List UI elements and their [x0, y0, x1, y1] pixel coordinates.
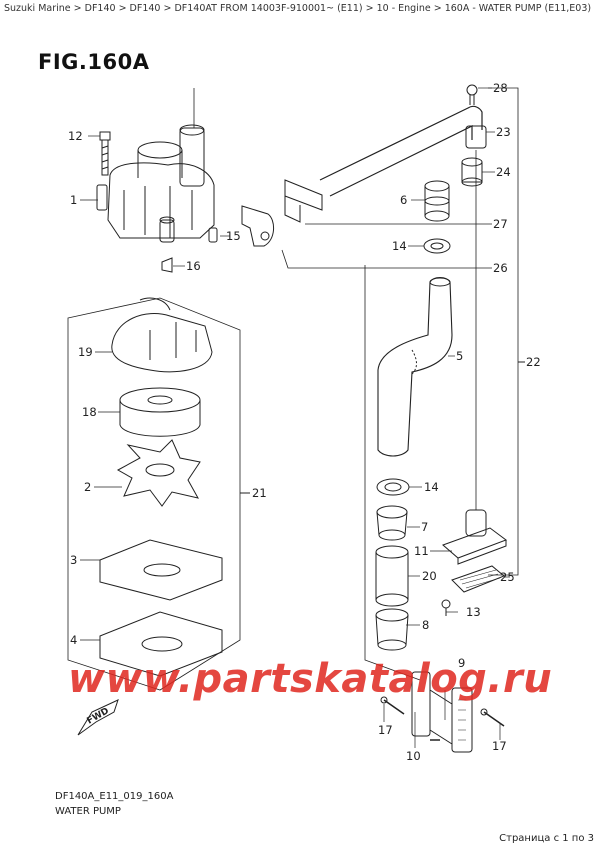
grommet-6 — [424, 180, 450, 222]
bracket-27 — [284, 179, 323, 223]
anode-9 — [411, 671, 473, 753]
diagram-code: DF140A_E11_019_160A — [55, 791, 174, 802]
hose-group-bracket — [488, 87, 519, 576]
bolt-12 — [99, 131, 111, 176]
figure-title: FIG.160A — [38, 50, 150, 74]
pipe-23 — [319, 84, 487, 197]
gasket-group-frame — [67, 297, 241, 691]
page-indicator: Страница с 1 по 3 — [499, 833, 594, 844]
watermark: www.partskatalog.ru — [68, 656, 553, 702]
callout-20: 20 — [422, 569, 437, 583]
callout-10: 10 — [406, 749, 421, 763]
pump-housing — [96, 124, 215, 243]
grommet-24 — [461, 157, 483, 187]
gasket-3 — [99, 539, 223, 601]
bushing-7 — [376, 505, 408, 541]
screw-17-right — [480, 708, 505, 727]
callout-19: 19 — [78, 345, 93, 359]
callout-3: 3 — [70, 553, 77, 567]
callout-4: 4 — [70, 633, 77, 647]
callout-14-bottom: 14 — [424, 480, 439, 494]
gasket-25 — [451, 565, 505, 593]
callout-26: 26 — [493, 261, 508, 275]
callout-7: 7 — [421, 520, 428, 534]
washer-14-bottom — [376, 478, 410, 496]
plate-11 — [442, 150, 508, 565]
callout-25: 25 — [500, 570, 515, 584]
callout-14-top: 14 — [392, 239, 407, 253]
callout-8: 8 — [422, 618, 429, 632]
callout-24: 24 — [496, 165, 511, 179]
clip-16 — [161, 257, 173, 273]
tube-20 — [375, 545, 409, 607]
breadcrumb: Suzuki Marine > DF140 > DF140 > DF140AT … — [4, 3, 592, 14]
callout-6: 6 — [400, 193, 407, 207]
impeller-2 — [116, 439, 201, 507]
impeller-housing-18 — [119, 387, 201, 437]
callout-16: 16 — [186, 259, 201, 273]
callout-17-left: 17 — [378, 723, 393, 737]
callout-27: 27 — [493, 217, 508, 231]
clamp-26 — [241, 205, 274, 247]
pin-15 — [208, 227, 218, 243]
callout-17-right: 17 — [492, 739, 507, 753]
hose-5 — [377, 276, 453, 457]
callout-1: 1 — [70, 193, 77, 207]
callout-9: 9 — [458, 656, 465, 670]
bushing-8 — [375, 608, 409, 651]
callout-23: 23 — [496, 125, 511, 139]
diagram-title: WATER PUMP — [55, 806, 121, 817]
callout-5: 5 — [456, 349, 463, 363]
hose-column-frame — [364, 265, 421, 681]
callout-11: 11 — [414, 544, 429, 558]
screw-13 — [441, 599, 451, 616]
fwd-arrow-icon: FWD — [77, 699, 119, 736]
callout-28: 28 — [493, 81, 508, 95]
callout-2: 2 — [84, 480, 91, 494]
screw-17-left — [380, 696, 405, 715]
callout-18: 18 — [82, 405, 97, 419]
callout-12: 12 — [68, 129, 83, 143]
callout-13: 13 — [466, 605, 481, 619]
washer-14-top — [423, 238, 451, 254]
plate-4 — [99, 611, 223, 677]
callout-15: 15 — [226, 229, 241, 243]
callout-22: 22 — [526, 355, 541, 369]
callout-21: 21 — [252, 486, 267, 500]
gasket-19 — [111, 297, 213, 373]
